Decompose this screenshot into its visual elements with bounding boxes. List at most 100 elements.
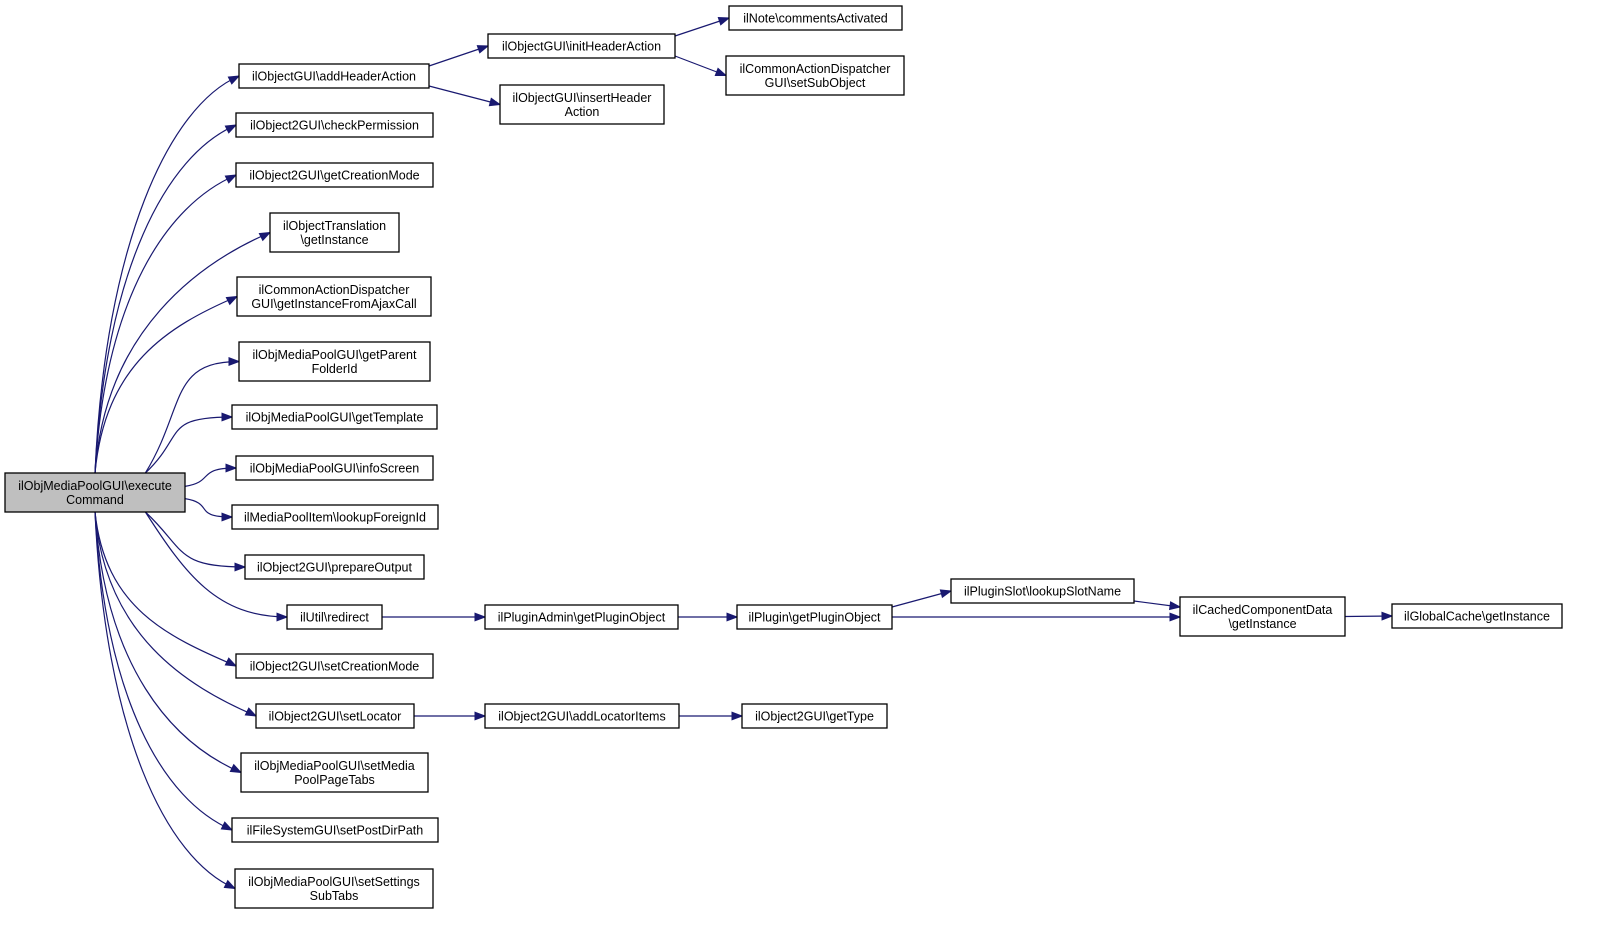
node-getType[interactable]: ilObject2GUI\getType [741, 703, 888, 729]
arrow-head-icon [220, 821, 234, 831]
node-box [235, 455, 434, 481]
arrow-head-icon [474, 711, 487, 721]
node-label-line: ilObjMediaPoolGUI\setMedia [254, 759, 415, 773]
edge-lookupSlotName-to-cachedGetInstance [1133, 600, 1182, 611]
edge-addLocatorItems-to-getType [679, 711, 744, 721]
node-box [725, 55, 905, 96]
arrow-head-icon [244, 707, 258, 717]
node-box [728, 5, 903, 31]
node-box [238, 341, 431, 382]
node-label-line: ilObjectGUI\addHeaderAction [252, 70, 416, 84]
node-label-line: ilObjectGUI\initHeaderAction [502, 40, 661, 54]
node-label-line: ilPluginAdmin\getPluginObject [498, 611, 666, 625]
node-getTemplate[interactable]: ilObjMediaPoolGUI\getTemplate [231, 404, 438, 430]
node-box [741, 703, 888, 729]
node-label-line: ilObject2GUI\setLocator [269, 710, 402, 724]
node-label-line: ilPluginSlot\lookupSlotName [964, 585, 1121, 599]
node-label-line: ilFileSystemGUI\setPostDirPath [247, 824, 423, 838]
node-box [235, 653, 434, 679]
edge-line [94, 174, 237, 474]
arrow-head-icon [221, 512, 234, 522]
node-prepareOutput[interactable]: ilObject2GUI\prepareOutput [244, 554, 425, 580]
edge-root-to-translationGetInstance [94, 231, 272, 474]
edge-root-to-setCreationMode [94, 511, 238, 667]
node-cachedGetInstance[interactable]: ilCachedComponentData\getInstance [1179, 596, 1346, 637]
edge-line [94, 295, 238, 474]
node-box [240, 752, 429, 793]
node-checkPermission[interactable]: ilObject2GUI\checkPermission [235, 112, 434, 138]
node-label-line: ilGlobalCache\getInstance [1404, 610, 1550, 624]
node-box [269, 212, 400, 253]
edge-root-to-setPostDirPath [94, 511, 234, 831]
node-lookupSlotName[interactable]: ilPluginSlot\lookupSlotName [950, 578, 1135, 604]
arrow-head-icon [223, 879, 237, 890]
arrow-head-icon [717, 17, 731, 26]
node-box [236, 276, 432, 317]
node-label-line: ilObjectTranslation [283, 219, 386, 233]
node-setCreationMode[interactable]: ilObject2GUI\setCreationMode [235, 653, 434, 679]
node-globalCacheGetInstance[interactable]: ilGlobalCache\getInstance [1391, 603, 1563, 629]
node-addHeaderAction[interactable]: ilObjectGUI\addHeaderAction [238, 63, 430, 89]
node-infoScreen[interactable]: ilObjMediaPoolGUI\infoScreen [235, 455, 434, 481]
node-setLocator[interactable]: ilObject2GUI\setLocator [255, 703, 415, 729]
edge-line [94, 511, 233, 831]
node-label-line: ilCachedComponentData [1193, 603, 1333, 617]
edge-line [428, 85, 501, 106]
node-label-line: ilObjectGUI\insertHeader [513, 91, 652, 105]
node-box [1179, 596, 1346, 637]
node-translationGetInstance[interactable]: ilObjectTranslation\getInstance [269, 212, 400, 253]
edge-line [94, 124, 237, 474]
node-label-line: ilCommonActionDispatcher [259, 283, 410, 297]
edge-line [144, 416, 233, 474]
node-label-line: \getInstance [1228, 617, 1296, 631]
node-pluginGetPluginObject[interactable]: ilPlugin\getPluginObject [736, 604, 893, 630]
node-label-line: \getInstance [300, 233, 368, 247]
node-box [231, 817, 439, 843]
node-label-line: ilObjMediaPoolGUI\getTemplate [246, 411, 424, 425]
arrow-head-icon [224, 124, 238, 134]
edge-addHeaderAction-to-insertHeaderAction [428, 85, 502, 107]
node-label-line: Command [66, 493, 124, 507]
node-label-line: ilMediaPoolItem\lookupForeignId [244, 511, 426, 525]
arrow-head-icon [224, 174, 238, 184]
node-label-line: ilObjMediaPoolGUI\infoScreen [250, 462, 420, 476]
edge-line [94, 511, 257, 717]
edge-line [94, 231, 271, 474]
node-getCreationMode[interactable]: ilObject2GUI\getCreationMode [235, 162, 434, 188]
node-label-line: ilObject2GUI\prepareOutput [257, 561, 412, 575]
node-addLocatorItems[interactable]: ilObject2GUI\addLocatorItems [484, 703, 680, 729]
node-label-line: ilNote\commentsActivated [743, 12, 888, 26]
node-lookupForeignId[interactable]: ilMediaPoolItem\lookupForeignId [231, 504, 439, 530]
arrow-head-icon [225, 295, 239, 306]
node-label-line: ilObject2GUI\addLocatorItems [498, 710, 665, 724]
arrow-head-icon [276, 612, 289, 622]
node-setPostDirPath[interactable]: ilFileSystemGUI\setPostDirPath [231, 817, 439, 843]
node-box [487, 33, 676, 59]
node-getInstanceFromAjaxCall[interactable]: ilCommonActionDispatcherGUI\getInstanceF… [236, 276, 432, 317]
arrow-head-icon [476, 45, 490, 54]
edge-pluginGetPluginObject-to-lookupSlotName [891, 589, 953, 608]
node-label-line: GUI\setSubObject [765, 76, 866, 90]
node-label-line: ilObject2GUI\checkPermission [250, 119, 419, 133]
edge-line [144, 511, 246, 568]
edge-line [94, 511, 236, 890]
node-adminGetPluginObject[interactable]: ilPluginAdmin\getPluginObject [484, 604, 679, 630]
arrow-head-icon [726, 612, 739, 622]
node-commentsActivated[interactable]: ilNote\commentsActivated [728, 5, 903, 31]
node-box [499, 84, 665, 125]
edge-root-to-lookupForeignId [184, 498, 234, 522]
edge-root-to-getInstanceFromAjaxCall [94, 295, 239, 474]
node-label-line: ilObject2GUI\getType [755, 710, 874, 724]
node-label-line: ilObjMediaPoolGUI\execute [18, 479, 172, 493]
node-initHeaderAction[interactable]: ilObjectGUI\initHeaderAction [487, 33, 676, 59]
edge-root-to-prepareOutput [144, 511, 247, 572]
node-redirect[interactable]: ilUtil\redirect [286, 604, 383, 630]
edge-initHeaderAction-to-setSubObject [674, 55, 728, 77]
arrow-head-icon [225, 463, 238, 473]
